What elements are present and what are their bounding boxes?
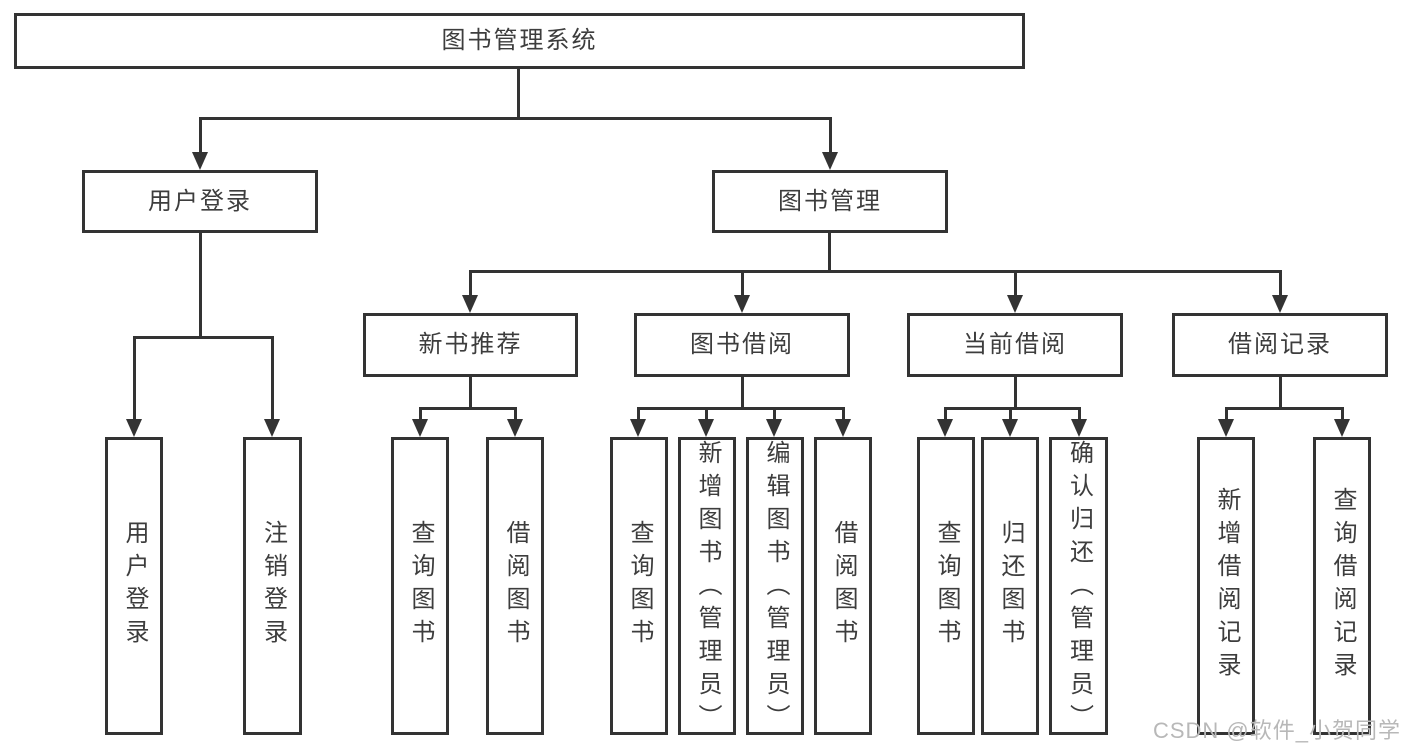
- arrow-head: [734, 295, 750, 313]
- connector-line: [1279, 374, 1282, 410]
- arrow-head: [1002, 419, 1018, 437]
- connector-line: [419, 407, 517, 410]
- connector-line: [199, 117, 832, 120]
- leaf-borrow-book-1: 借阅图书: [486, 437, 544, 735]
- arrow-head: [192, 152, 208, 170]
- leaf-query-book-3: 查询图书: [917, 437, 975, 735]
- node-user-login: 用户登录: [82, 170, 318, 233]
- connector-line: [1009, 407, 1012, 421]
- leaf-query-book-1: 查询图书: [391, 437, 449, 735]
- connector-line: [741, 374, 744, 410]
- connector-line: [517, 68, 520, 119]
- arrow-head: [1007, 295, 1023, 313]
- connector-line: [419, 407, 422, 421]
- leaf-add-book-admin: 新增图书（管理员）: [678, 437, 736, 737]
- node-new-book-recommend: 新书推荐: [363, 313, 578, 377]
- node-root: 图书管理系统: [14, 13, 1025, 69]
- leaf-add-borrow-record: 新增借阅记录: [1197, 437, 1255, 735]
- leaf-query-book-2: 查询图书: [610, 437, 668, 735]
- arrow-head: [822, 152, 838, 170]
- connector-line: [829, 117, 832, 155]
- connector-line: [469, 270, 1281, 273]
- node-borrow-records: 借阅记录: [1172, 313, 1388, 377]
- arrow-head: [412, 419, 428, 437]
- arrow-head: [1071, 419, 1087, 437]
- arrow-head: [1218, 419, 1234, 437]
- connector-line: [1279, 270, 1282, 297]
- arrow-head: [835, 419, 851, 437]
- connector-line: [944, 407, 947, 421]
- connector-line: [842, 407, 845, 421]
- connector-line: [469, 374, 472, 410]
- connector-line: [637, 407, 845, 410]
- connector-line: [741, 270, 744, 297]
- connector-line: [469, 270, 472, 297]
- connector-line: [828, 231, 831, 272]
- connector-line: [133, 336, 136, 421]
- connector-line: [1014, 270, 1017, 297]
- arrow-head: [1272, 295, 1288, 313]
- arrow-head: [507, 419, 523, 437]
- leaf-borrow-book-2: 借阅图书: [814, 437, 872, 735]
- node-book-borrow: 图书借阅: [634, 313, 850, 377]
- leaf-query-borrow-record: 查询借阅记录: [1313, 437, 1371, 735]
- leaf-user-login: 用户登录: [105, 437, 163, 735]
- connector-line: [1014, 374, 1017, 410]
- connector-line: [133, 336, 274, 339]
- arrow-head: [766, 419, 782, 437]
- arrow-head: [1334, 419, 1350, 437]
- arrow-head: [126, 419, 142, 437]
- leaf-logout: 注销登录: [243, 437, 302, 735]
- connector-line: [1225, 407, 1228, 421]
- connector-line: [1078, 407, 1081, 421]
- arrow-head: [937, 419, 953, 437]
- connector-line: [271, 336, 274, 421]
- leaf-edit-book-admin: 编辑图书（管理员）: [746, 437, 804, 737]
- connector-line: [705, 407, 708, 421]
- connector-line: [199, 117, 202, 155]
- connector-line: [637, 407, 640, 421]
- arrow-head: [264, 419, 280, 437]
- arrow-head: [462, 295, 478, 313]
- connector-line: [514, 407, 517, 421]
- connector-line: [773, 407, 776, 421]
- connector-line: [1225, 407, 1343, 410]
- node-current-borrow: 当前借阅: [907, 313, 1123, 377]
- arrow-head: [698, 419, 714, 437]
- node-book-management: 图书管理: [712, 170, 948, 233]
- connector-line: [944, 407, 1081, 410]
- connector-line: [199, 231, 202, 338]
- connector-line: [1341, 407, 1344, 421]
- leaf-confirm-return-admin: 确认归还（管理员）: [1049, 437, 1108, 737]
- arrow-head: [630, 419, 646, 437]
- leaf-return-book: 归还图书: [981, 437, 1039, 735]
